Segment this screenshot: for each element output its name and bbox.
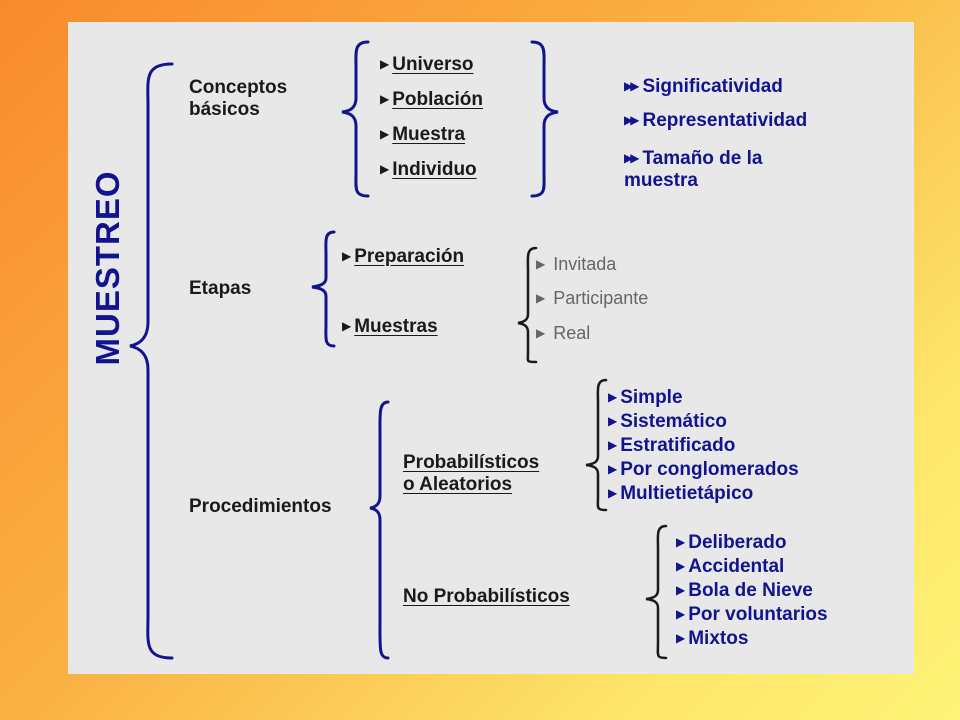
- noprob-item-accidental: ▶Accidental: [676, 556, 785, 577]
- tipo-real: ▶ Real: [536, 323, 591, 343]
- probabilisticos-label-line-1: Probabilísticos: [403, 452, 540, 473]
- bullet-triangle-icon: ▶: [342, 249, 352, 263]
- etapas-label: Etapas: [189, 278, 252, 299]
- double-triangle-icon: ▶▶: [624, 113, 640, 127]
- bullet-triangle-icon: ▶: [676, 535, 686, 549]
- bullet-triangle-icon: ▶: [608, 438, 618, 452]
- bullet-triangle-icon: ▶: [608, 486, 618, 500]
- bullet-triangle-icon: ▶: [676, 607, 686, 621]
- bullet-triangle-icon: ▶: [608, 414, 618, 428]
- bullet-triangle-icon: ▶: [380, 162, 390, 176]
- etapa-preparacion: Preparación: [354, 246, 465, 267]
- list-item-individuo: ▶Individuo: [380, 160, 477, 179]
- noprob-item-bola-de-nieve: ▶Bola de Nieve: [676, 580, 813, 601]
- bracket-lines: [129, 40, 668, 660]
- tipo-participante: ▶ Participante: [536, 288, 649, 308]
- criterio-significatividad: ▶▶Significatividad: [624, 76, 783, 97]
- prob-item-simple: ▶Simple: [608, 387, 683, 408]
- main-bracket: [129, 62, 174, 660]
- bullet-triangle-icon: ▶: [676, 631, 686, 645]
- list-item-universo: ▶Universo: [380, 55, 474, 74]
- bullet-triangle-icon: ▶: [608, 390, 618, 404]
- etapa-muestras: Muestras: [354, 316, 438, 337]
- bullet-triangle-icon: ▶: [676, 583, 686, 597]
- concept-poblacion: Población: [392, 89, 484, 110]
- procedimientos-bracket: [369, 400, 390, 660]
- noprob-item-voluntarios: ▶Por voluntarios: [676, 604, 828, 625]
- bullet-triangle-icon: ▶: [536, 257, 546, 271]
- muestras-tipos-bracket: [517, 246, 538, 364]
- list-item-muestras: ▶Muestras: [342, 317, 438, 336]
- list-item-poblacion: ▶Población: [380, 90, 483, 109]
- conceptos-bracket: [341, 40, 370, 198]
- no-probabilisticos-label: No Probabilísticos: [403, 586, 570, 607]
- prob-item-estratificado: ▶Estratificado: [608, 435, 736, 456]
- bullet-triangle-icon: ▶: [608, 462, 618, 476]
- prob-item-conglomerados: ▶Por conglomerados: [608, 459, 799, 480]
- conceptos-label-line-1: Conceptos: [189, 77, 288, 98]
- tipo-invitada: ▶ Invitada: [536, 254, 617, 274]
- no-probabilisticos-bracket: [645, 524, 668, 660]
- double-triangle-icon: ▶▶: [624, 79, 640, 93]
- prob-item-multietapico: ▶Multietietápico: [608, 483, 754, 504]
- etapas-bracket: [311, 230, 336, 348]
- bullet-triangle-icon: ▶: [380, 127, 390, 141]
- list-item-muestra: ▶Muestra: [380, 125, 465, 144]
- bullet-triangle-icon: ▶: [536, 326, 546, 340]
- probabilisticos-label: Probabilísticos o Aleatorios: [403, 452, 539, 496]
- bullet-triangle-icon: ▶: [380, 92, 390, 106]
- concept-muestra: Muestra: [392, 124, 466, 145]
- bullet-triangle-icon: ▶: [536, 291, 546, 305]
- diagram-panel: MUESTREO Conceptos básicos ▶Universo ▶Po…: [68, 22, 914, 674]
- noprob-item-mixtos: ▶Mixtos: [676, 628, 749, 649]
- probabilisticos-label-line-2: o Aleatorios: [403, 474, 513, 495]
- concept-individuo: Individuo: [392, 159, 477, 180]
- double-triangle-icon: ▶▶: [624, 151, 640, 165]
- conceptos-label: Conceptos básicos: [189, 77, 287, 121]
- prob-item-sistematico: ▶Sistemático: [608, 411, 727, 432]
- bullet-triangle-icon: ▶: [676, 559, 686, 573]
- concept-universo: Universo: [392, 54, 474, 75]
- criterio-representatividad: ▶▶Representatividad: [624, 110, 808, 131]
- conceptos-close-bracket: [530, 40, 559, 198]
- conceptos-label-line-2: básicos: [189, 99, 260, 120]
- bullet-triangle-icon: ▶: [342, 319, 352, 333]
- noprob-item-deliberado: ▶Deliberado: [676, 532, 787, 553]
- criterio-tamano: ▶▶Tamaño de la muestra: [624, 148, 763, 191]
- probabilisticos-bracket: [585, 378, 608, 512]
- list-item-preparacion: ▶Preparación: [342, 247, 464, 266]
- bullet-triangle-icon: ▶: [380, 57, 390, 71]
- procedimientos-label: Procedimientos: [189, 496, 332, 517]
